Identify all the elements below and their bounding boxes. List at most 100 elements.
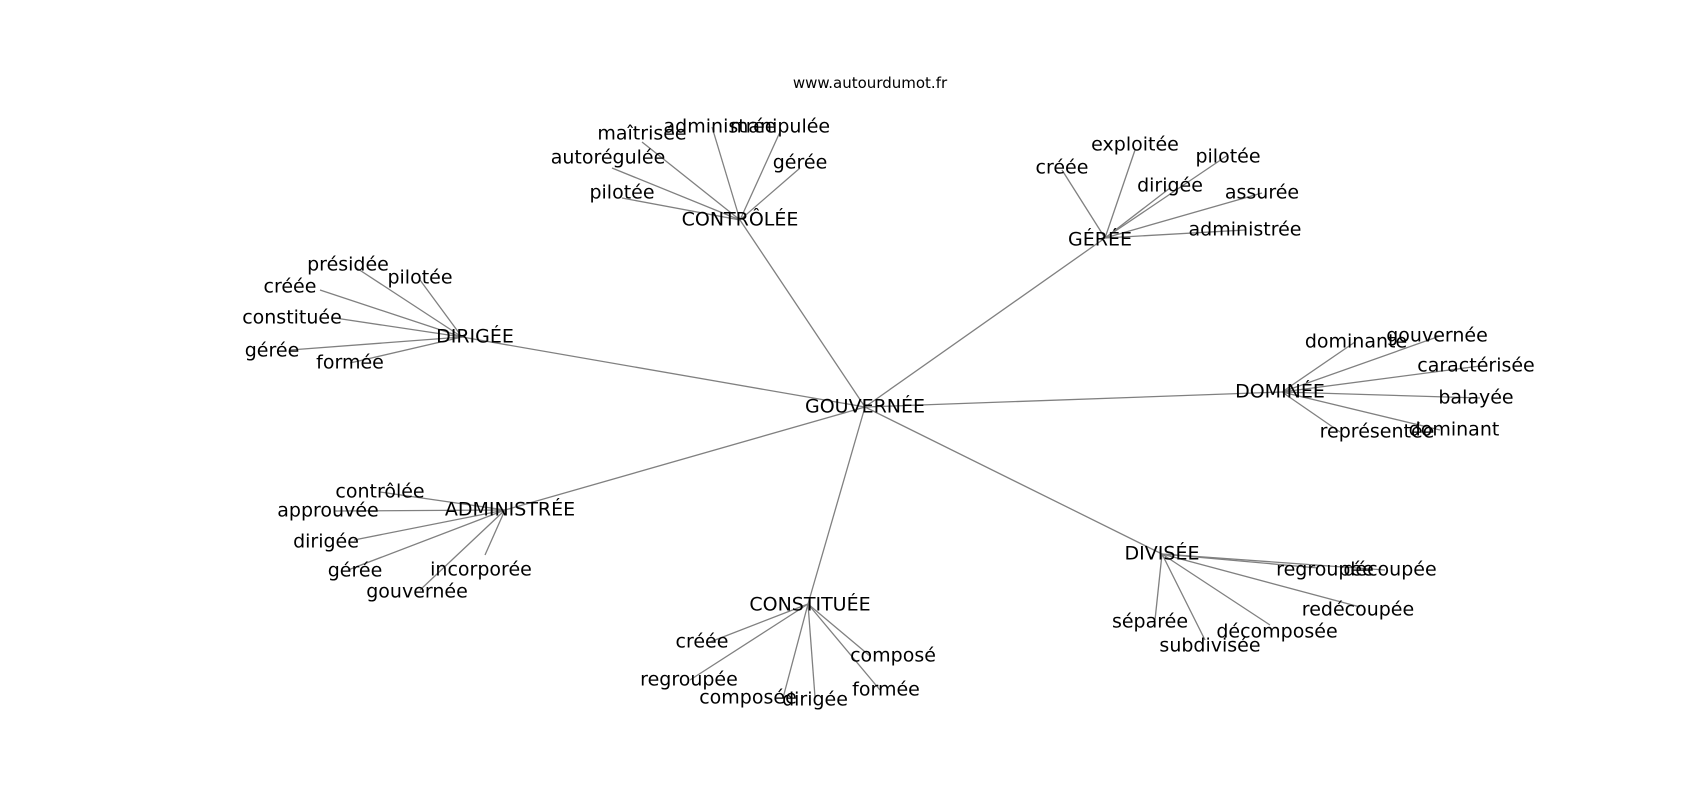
word-label: regroupée bbox=[640, 669, 738, 691]
edge-group-word bbox=[1281, 335, 1441, 393]
word-label: dirigée bbox=[782, 689, 848, 711]
word-label: gouvernée bbox=[1386, 325, 1488, 347]
word-label: subdivisée bbox=[1159, 635, 1260, 657]
edge-group-word bbox=[807, 603, 816, 698]
word-label: dominante bbox=[1305, 331, 1407, 353]
word-label: formée bbox=[852, 679, 920, 701]
edge-group-word bbox=[739, 167, 801, 221]
edge-group-word bbox=[1161, 553, 1271, 626]
word-label: pilotée bbox=[589, 182, 654, 204]
word-label: formée bbox=[316, 352, 384, 374]
edge-group-word bbox=[641, 141, 741, 221]
word-label: assurée bbox=[1225, 182, 1299, 204]
edge-center-group bbox=[864, 237, 1106, 408]
edge-group-word bbox=[1281, 341, 1356, 393]
edge-group-word bbox=[484, 509, 506, 556]
word-label: caractérisée bbox=[1417, 355, 1535, 377]
word-label: balayée bbox=[1438, 387, 1513, 409]
edge-group-word bbox=[353, 509, 506, 541]
edge-group-word bbox=[1281, 391, 1441, 431]
edge-center-group bbox=[461, 336, 866, 408]
word-label: gérée bbox=[773, 152, 828, 174]
edge-group-word bbox=[1154, 553, 1163, 621]
group-label: ADMINISTRÉE bbox=[445, 498, 575, 521]
word-label: exploitée bbox=[1091, 134, 1179, 156]
word-label: pilotée bbox=[387, 267, 452, 289]
word-label: gérée bbox=[328, 560, 383, 582]
word-label: décomposée bbox=[1216, 621, 1337, 643]
word-label: créée bbox=[676, 631, 729, 653]
word-label: administrée bbox=[664, 116, 777, 138]
word-label: administrée bbox=[1189, 219, 1302, 241]
edge-center-group bbox=[504, 406, 866, 511]
word-label: maîtrisée bbox=[597, 123, 686, 145]
edge-group-word bbox=[1104, 192, 1263, 239]
word-label: créée bbox=[264, 276, 317, 298]
edge-group-word bbox=[1104, 154, 1229, 239]
group-label: DIVISÉE bbox=[1125, 542, 1200, 565]
edge-group-word bbox=[319, 289, 463, 338]
word-label: séparée bbox=[1112, 611, 1188, 633]
edge-group-word bbox=[807, 603, 871, 657]
group-label: GÉRÉE bbox=[1068, 228, 1132, 251]
center-label: GOUVERNÉE bbox=[805, 395, 925, 418]
edge-group-word bbox=[611, 167, 741, 221]
edge-group-word bbox=[1281, 391, 1341, 433]
edge-group-word bbox=[1104, 229, 1246, 239]
group-label: DOMINÉE bbox=[1235, 380, 1325, 403]
edge-group-word bbox=[1161, 553, 1386, 571]
edge-group-word bbox=[354, 266, 463, 338]
word-label: incorporée bbox=[430, 559, 532, 581]
edge-group-word bbox=[739, 131, 781, 221]
edge-group-word bbox=[289, 336, 463, 351]
edge-group-word bbox=[1104, 149, 1136, 239]
labels: administréemanipuléemaîtriséeautorégulée… bbox=[242, 116, 1535, 711]
word-label: contrôlée bbox=[335, 481, 424, 503]
word-label: constituée bbox=[242, 307, 342, 329]
edge-center-group bbox=[807, 406, 866, 605]
edge-group-word bbox=[334, 509, 506, 512]
edge-group-word bbox=[711, 126, 741, 221]
edge-group-word bbox=[1161, 553, 1361, 608]
edge-group-word bbox=[689, 603, 809, 681]
edge-group-word bbox=[807, 603, 881, 691]
word-label: dominant bbox=[1409, 419, 1500, 441]
word-label: regroupée bbox=[1276, 559, 1374, 581]
edge-group-word bbox=[1061, 169, 1106, 239]
edge-group-word bbox=[709, 603, 809, 643]
edge-group-word bbox=[379, 491, 506, 511]
word-label: pilotée bbox=[1195, 146, 1260, 168]
word-label: dirigée bbox=[1137, 175, 1203, 197]
edge-center-group bbox=[864, 391, 1283, 408]
group-label: DIRIGÉE bbox=[436, 325, 514, 348]
word-label: redécoupée bbox=[1302, 599, 1414, 621]
edge-group-word bbox=[334, 317, 463, 338]
word-label: manipulée bbox=[730, 116, 830, 138]
edge-group-word bbox=[419, 509, 506, 591]
edge-group-word bbox=[349, 336, 463, 364]
edge-center-group bbox=[739, 219, 866, 408]
word-label: composée bbox=[699, 687, 797, 709]
word-label: composé bbox=[850, 645, 936, 667]
edge-group-word bbox=[1104, 187, 1171, 239]
word-label: gérée bbox=[245, 340, 300, 362]
edge-group-word bbox=[419, 279, 463, 338]
edge-group-word bbox=[782, 603, 809, 699]
group-label: CONTRÔLÉE bbox=[682, 207, 799, 231]
word-label: représentée bbox=[1320, 421, 1435, 443]
edge-center-group bbox=[864, 406, 1163, 555]
word-label: créée bbox=[1036, 157, 1089, 179]
edge-group-word bbox=[1281, 391, 1481, 399]
word-label: dirigée bbox=[293, 531, 359, 553]
edge-group-word bbox=[1161, 553, 1206, 641]
word-label: gouvernée bbox=[366, 581, 468, 603]
group-label: CONSTITUÉE bbox=[749, 593, 870, 616]
word-label: présidée bbox=[307, 254, 389, 276]
word-label: découpée bbox=[1343, 559, 1436, 581]
edges bbox=[289, 126, 1481, 699]
word-label: autorégulée bbox=[551, 147, 666, 169]
word-label: approuvée bbox=[277, 500, 378, 522]
site-url: www.autourdumot.fr bbox=[793, 74, 948, 92]
edge-group-word bbox=[621, 197, 741, 221]
